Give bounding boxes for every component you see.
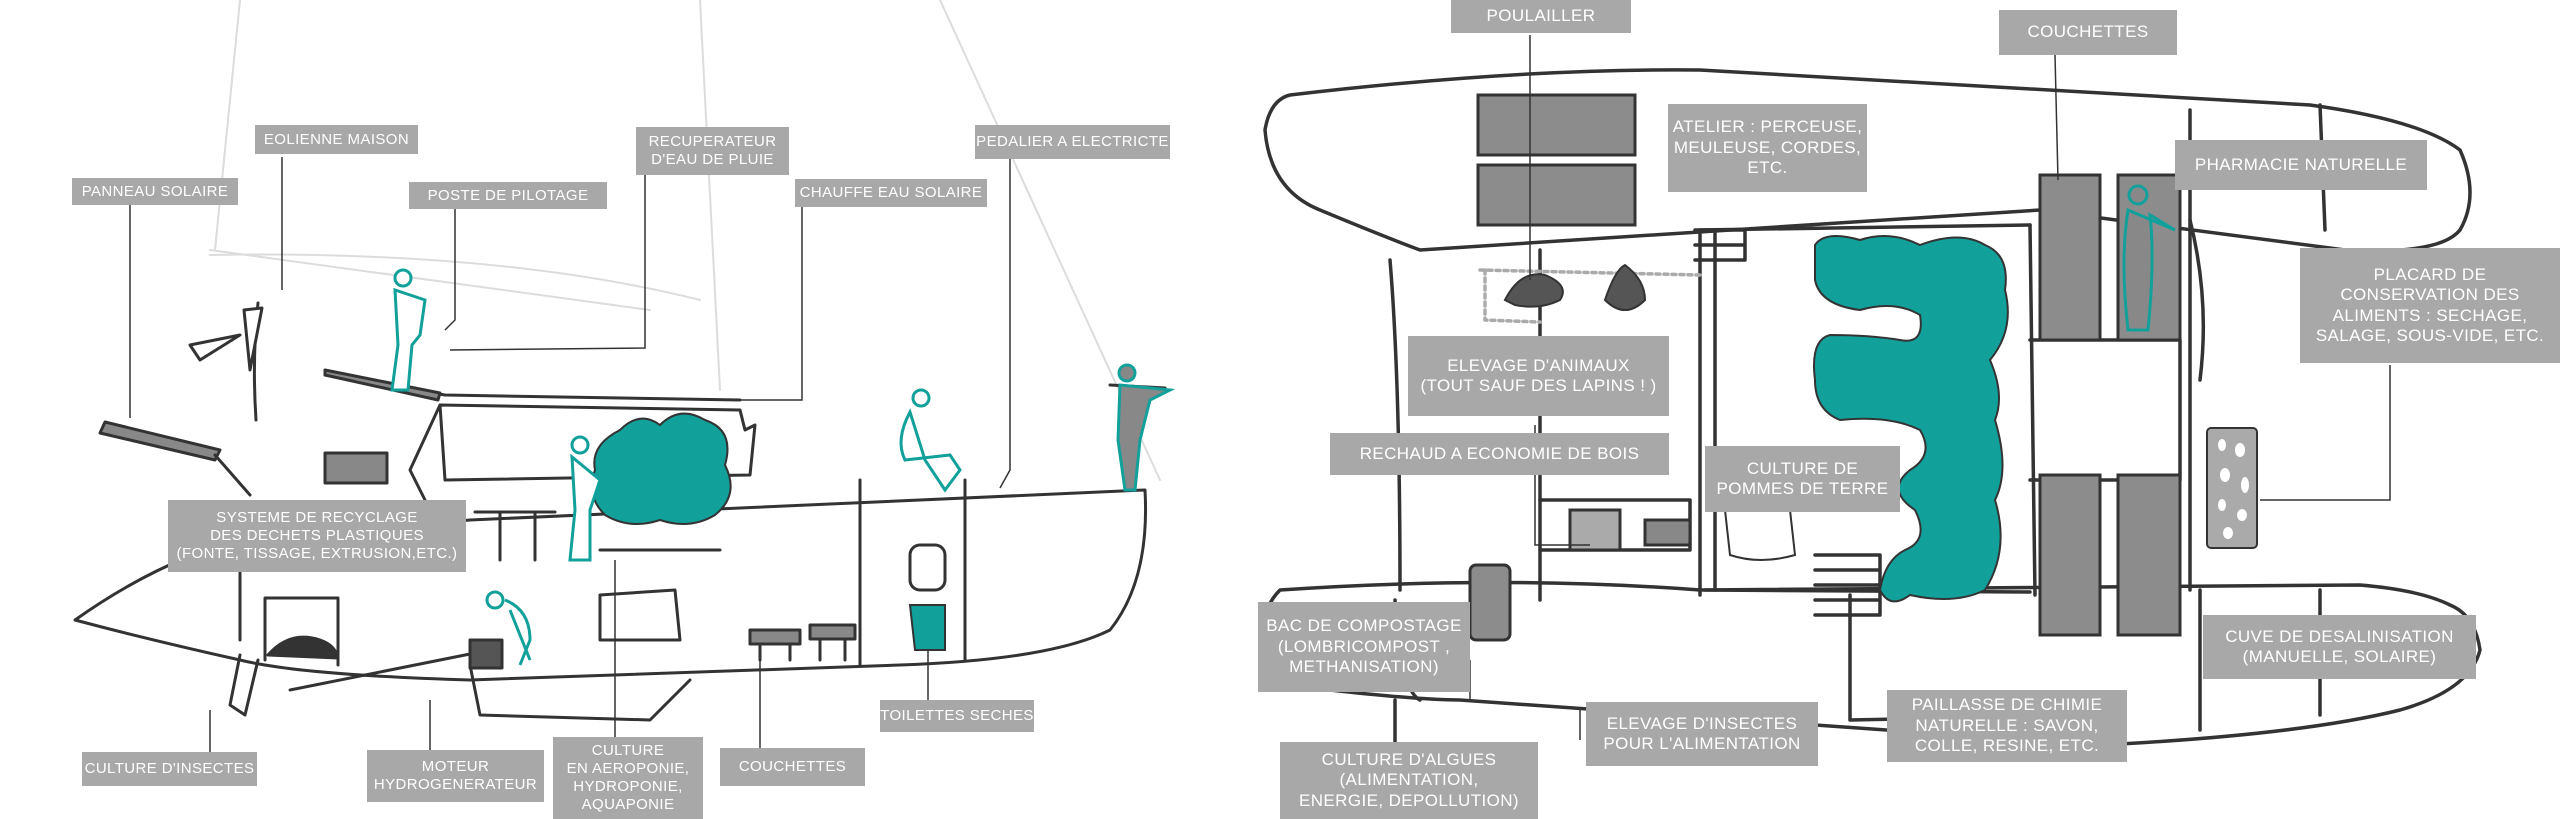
rigging-lines	[209, 0, 1161, 481]
toilet-bowl	[908, 604, 946, 651]
label-culture-aero: CULTURE EN AEROPONIE, HYDROPONIE, AQUAPO…	[553, 737, 703, 819]
upper-hull	[1263, 68, 2472, 253]
label-couchettes-left: COUCHETTES	[720, 748, 865, 786]
label-desalinisation: CUVE DE DESALINISATION (MANUELLE, SOLAIR…	[2203, 615, 2476, 679]
people-right	[2122, 184, 2176, 332]
label-panneau-solaire: PANNEAU SOLAIRE	[72, 178, 238, 205]
side-view	[73, 0, 1167, 722]
label-paillasse: PAILLASSE DE CHIMIE NATURELLE : SAVON, C…	[1887, 690, 2127, 762]
potato-basket	[1723, 509, 1797, 561]
chicken-right	[1603, 263, 1647, 311]
label-poste-pilotage: POSTE DE PILOTAGE	[409, 182, 607, 209]
preserve-items	[2218, 439, 2249, 539]
label-elevage-animaux: ELEVAGE D'ANIMAUX (TOUT SAUF DES LAPINS …	[1408, 336, 1669, 416]
label-recuperateur: RECUPERATEUR D'EAU DE PLUIE	[636, 127, 789, 175]
label-compostage: BAC DE COMPOSTAGE (LOMBRICOMPOST , METHA…	[1258, 602, 1470, 692]
label-algues: CULTURE D'ALGUES (ALIMENTATION, ENERGIE,…	[1280, 742, 1538, 819]
label-pharmacie: PHARMACIE NATURELLE	[2175, 140, 2427, 190]
leader-lines-left	[129, 157, 1011, 755]
label-moteur: MOTEUR HYDROGENERATEUR	[367, 750, 544, 802]
aeroponie-plants	[590, 412, 732, 525]
potatoes-plants	[1813, 235, 2009, 603]
label-chauffe-eau: CHAUFFE EAU SOLAIRE	[795, 179, 987, 207]
label-toilettes: TOILETTES SECHES	[880, 700, 1034, 732]
label-elevage-insectes: ELEVAGE D'INSECTES POUR L'ALIMENTATION	[1586, 702, 1818, 766]
label-poulailler: POULAILLER	[1451, 0, 1631, 33]
person-pedalier	[1116, 363, 1176, 492]
label-atelier: ATELIER : PERCEUSE, MEULEUSE, CORDES, ET…	[1668, 104, 1867, 192]
label-couchettes-right: COUCHETTES	[1999, 10, 2177, 55]
chicken-left	[1503, 273, 1564, 308]
people-left	[390, 268, 962, 666]
label-placard: PLACARD DE CONSERVATION DES ALIMENTS : S…	[2300, 248, 2560, 363]
label-rechaud: RECHAUD A ECONOMIE DE BOIS	[1330, 433, 1669, 475]
label-pommes-de-terre: CULTURE DE POMMES DE TERRE	[1705, 446, 1900, 512]
label-recyclage: SYSTEME DE RECYCLAGE DES DECHETS PLASTIQ…	[168, 500, 466, 572]
label-culture-insectes: CULTURE D'INSECTES	[82, 752, 257, 786]
top-view	[1262, 68, 2482, 762]
label-eolienne: EOLIENNE MAISON	[255, 125, 418, 154]
label-pedalier: PEDALIER A ELECTRICTE	[975, 125, 1170, 159]
